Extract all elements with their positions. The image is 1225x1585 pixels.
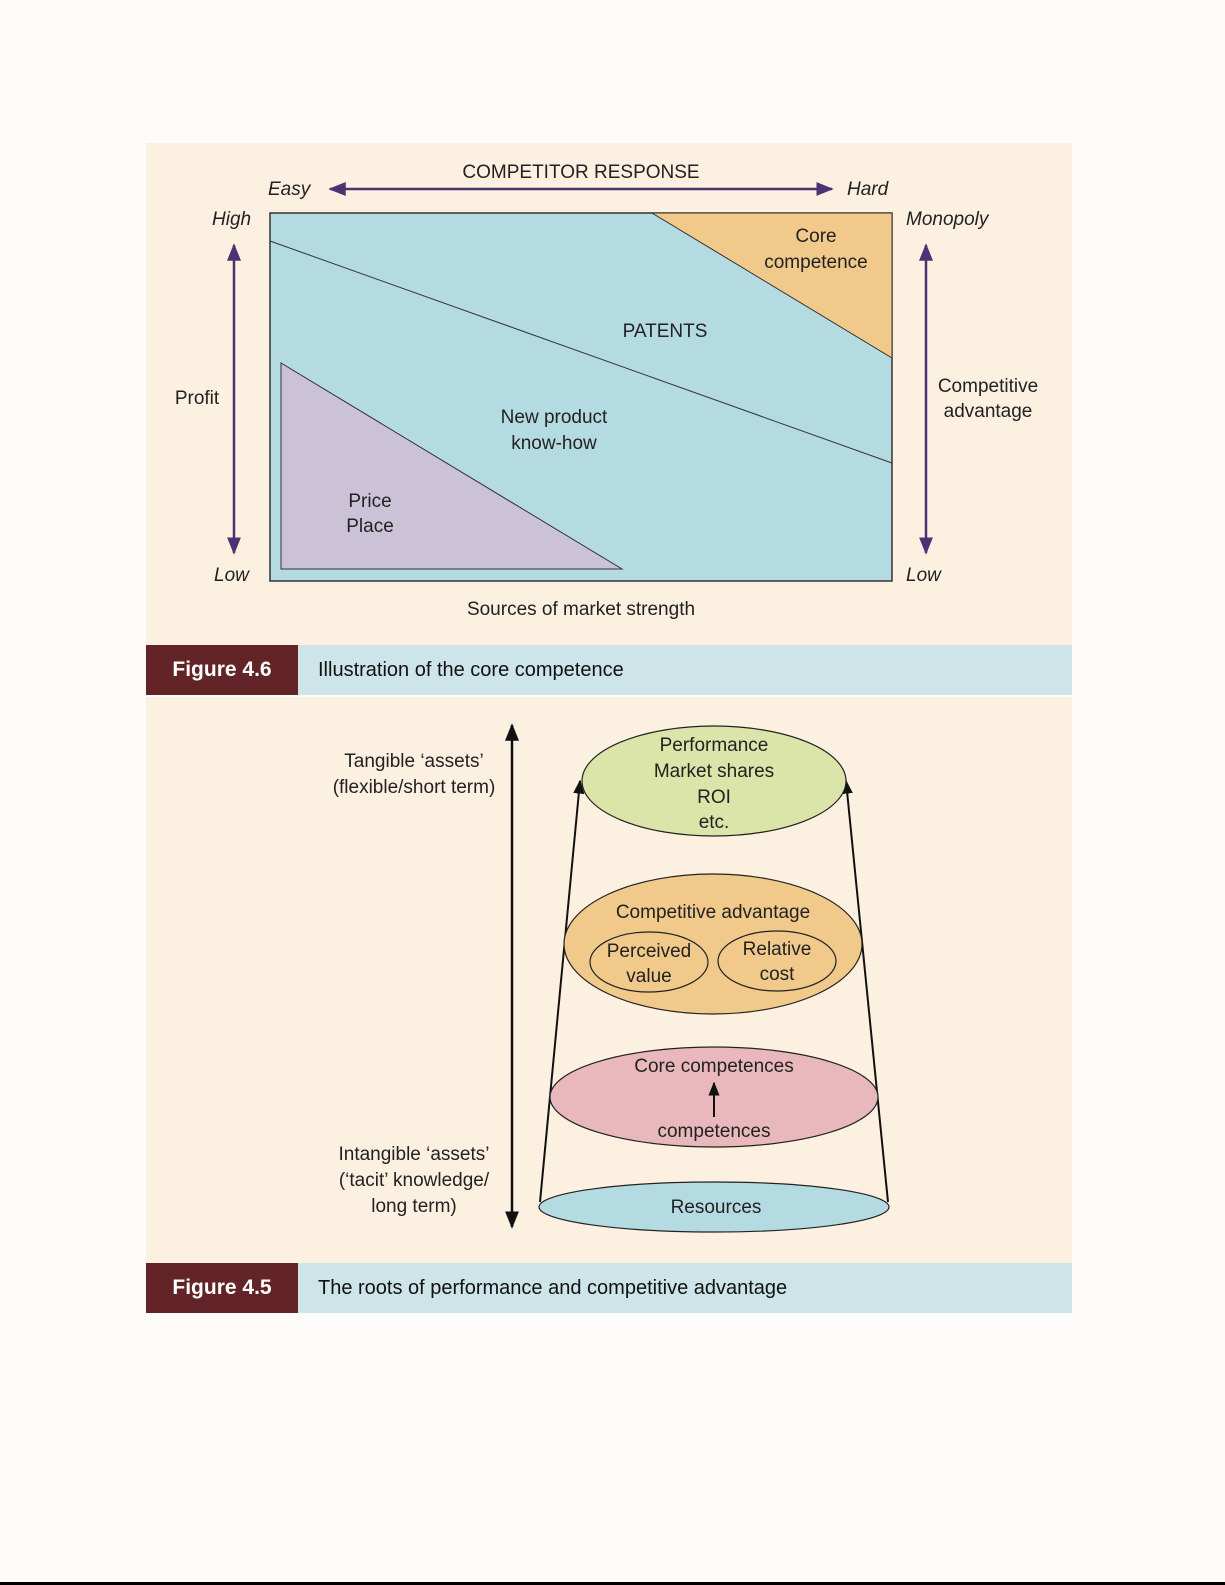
intangible-line2: (‘tacit’ knowledge/ — [339, 1170, 490, 1191]
price-place-region — [280, 362, 624, 570]
core-competences-label: Core competences — [634, 1056, 793, 1077]
performance-line1: Performance — [660, 735, 769, 756]
price-label: Price — [348, 491, 391, 512]
right-axis-low: Low — [906, 565, 942, 586]
page-bottom-rule — [0, 1582, 1225, 1585]
performance-line3: ROI — [697, 787, 731, 808]
left-axis-low: Low — [214, 565, 250, 586]
performance-line4: etc. — [699, 812, 730, 833]
core-label-line2: competence — [764, 252, 868, 273]
resources-ellipse — [538, 1181, 890, 1233]
core-label-line1: Core — [795, 226, 836, 247]
relative-cost-line2: cost — [760, 964, 796, 985]
competitive-advantage-label: Competitive advantage — [616, 902, 810, 923]
resources-label: Resources — [671, 1197, 762, 1218]
place-label: Place — [346, 516, 394, 537]
perceived-value-ellipse — [589, 931, 709, 993]
tangible-line1: Tangible ‘assets’ — [344, 751, 483, 772]
bottom-axis-title: Sources of market strength — [467, 599, 695, 620]
patents-boundary — [269, 240, 893, 464]
figure-title: The roots of performance and competitive… — [318, 1276, 788, 1299]
figure-4-6-panel: COMPETITOR RESPONSE Easy Hard High Low P… — [146, 143, 1072, 645]
right-axis-title-line2: advantage — [944, 401, 1033, 422]
core-competence-region — [650, 212, 893, 359]
core-competence-diagram: COMPETITOR RESPONSE Easy Hard High Low P… — [175, 162, 1038, 620]
competences-label: competences — [657, 1121, 770, 1142]
left-axis-high: High — [212, 209, 251, 230]
figure-4-5-caption: Figure 4.5 The roots of performance and … — [146, 1263, 1072, 1313]
performance-line2: Market shares — [654, 761, 774, 782]
figure-title: Illustration of the core competence — [318, 658, 624, 681]
figure-4-5-panel: Tangible ‘assets’ (flexible/short term) … — [146, 697, 1072, 1263]
right-axis-title-line1: Competitive — [938, 376, 1038, 397]
intangible-line3: long term) — [371, 1196, 457, 1217]
competitive-advantage-ellipse — [563, 873, 863, 1015]
performance-ellipse — [581, 725, 847, 837]
cone-right-arrow — [841, 779, 889, 1203]
new-product-label-line2: know-how — [511, 433, 597, 454]
relative-cost-line1: Relative — [743, 939, 812, 960]
cone-left-arrow — [539, 779, 585, 1203]
relative-cost-ellipse — [717, 930, 837, 992]
top-axis-title: COMPETITOR RESPONSE — [462, 162, 699, 183]
left-axis-title: Profit — [175, 388, 220, 409]
patents-label: PATENTS — [623, 321, 708, 342]
right-axis-monopoly: Monopoly — [906, 209, 990, 230]
tangible-line2: (flexible/short term) — [333, 777, 496, 798]
roots-of-performance-diagram: Tangible ‘assets’ (flexible/short term) … — [333, 723, 890, 1233]
intangible-line1: Intangible ‘assets’ — [338, 1144, 489, 1165]
figure-4-6-caption: Figure 4.6 Illustration of the core comp… — [146, 645, 1072, 695]
perceived-value-line1: Perceived — [607, 941, 692, 962]
top-axis-easy: Easy — [268, 179, 312, 200]
top-axis-hard: Hard — [847, 179, 890, 200]
figure-number: Figure 4.5 — [146, 1263, 298, 1313]
new-product-label-line1: New product — [501, 407, 608, 428]
figure-number: Figure 4.6 — [146, 645, 298, 695]
perceived-value-line2: value — [626, 966, 671, 987]
